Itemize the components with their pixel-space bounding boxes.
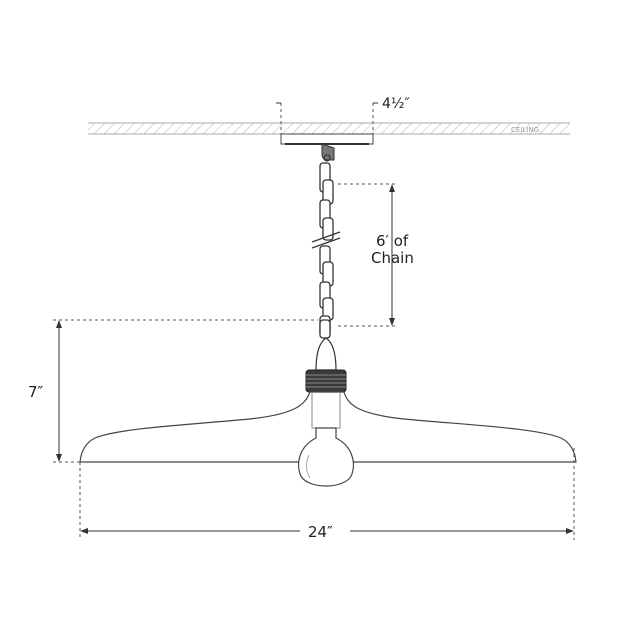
canopy (280, 133, 374, 162)
hook-link (319, 319, 331, 339)
height-dim-arrow-bottom (56, 454, 62, 462)
chain-break-marks (311, 231, 341, 249)
socket-collar (305, 369, 347, 393)
canopy-loop (323, 154, 331, 162)
bulb (297, 427, 355, 487)
shade-height-label: 7″ (28, 383, 44, 401)
bulb-highlight (306, 454, 311, 479)
chain-dim-arrow-top (389, 184, 395, 192)
ceiling-hatch (88, 123, 570, 134)
height-dim-arrow-top (56, 320, 62, 328)
shade-width-label: 24″ (308, 523, 333, 541)
socket-cap (315, 337, 337, 371)
chain-length-label-line2: Chain (371, 249, 414, 267)
width-dim-arrow-right (566, 528, 574, 534)
chain-link (322, 217, 334, 241)
pendant-fixture (79, 319, 577, 487)
canopy-width-dimension: 4½″ (276, 96, 410, 134)
chain-break-line (311, 231, 341, 243)
ceiling-label: CEILING (511, 126, 539, 134)
chain (319, 162, 334, 337)
chain-length-label-line1: 6′ of (376, 232, 409, 250)
canopy-plate (280, 133, 374, 145)
shade (79, 391, 577, 463)
chain-dim-arrow-bottom (389, 318, 395, 326)
canopy-width-label: 4½″ (382, 96, 410, 112)
chain-length-dimension: 6′ of Chain (338, 183, 414, 327)
chain-break-line (311, 237, 341, 249)
shade-width-dimension: 24″ (79, 448, 575, 541)
ceiling: CEILING (88, 122, 570, 135)
width-dim-arrow-left (80, 528, 88, 534)
